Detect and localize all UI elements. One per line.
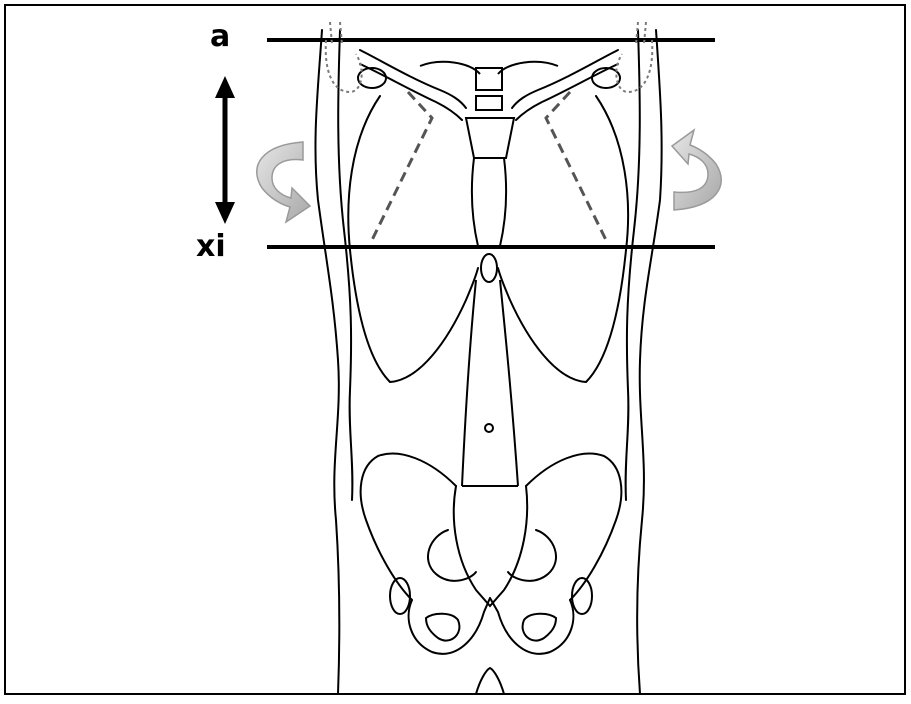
curved-arrow-left-icon [672,130,721,210]
pelvis [361,454,622,694]
double-headed-arrow-icon [215,76,235,224]
spine [462,280,518,486]
scapula-edges [372,92,606,240]
torso-outline [315,30,661,694]
image-border [5,5,905,694]
ribcage [348,96,628,382]
level-label-xi: xi [196,232,226,262]
level-label-a: a [210,22,230,52]
curved-arrow-right-icon [257,142,310,222]
